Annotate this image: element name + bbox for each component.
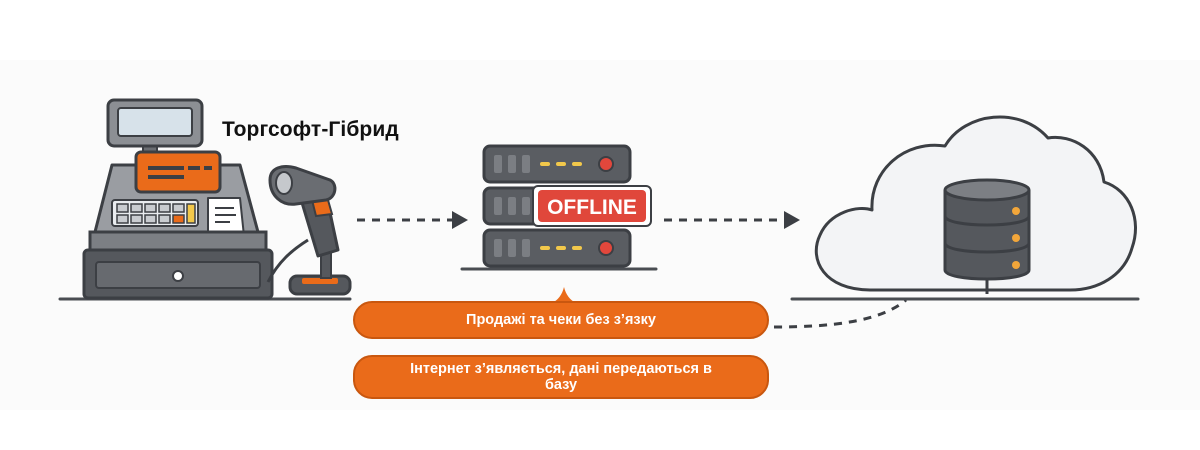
sales-offline-label: Продажі та чеки без з’язку <box>466 312 656 328</box>
sync-connector-line <box>773 298 907 329</box>
cash-register-icon <box>58 98 352 301</box>
sales-offline-badge: Продажі та чеки без з’язку <box>353 301 769 339</box>
badge-pointer <box>552 287 576 303</box>
barcode-scanner-icon <box>266 165 352 296</box>
flow-arrow-1 <box>357 211 468 229</box>
offline-status-label: OFFLINE <box>547 196 637 219</box>
diagram-title: Торгсофт-Гібрид <box>222 118 399 141</box>
cloud-database-icon <box>790 115 1140 301</box>
sync-badge: Інтернет з’являється, дані передаються в… <box>353 355 769 399</box>
sync-label: Інтернет з’являється, дані передаються в… <box>410 361 712 393</box>
flow-arrow-2 <box>664 211 800 229</box>
server-icon: OFFLINE <box>460 144 658 271</box>
